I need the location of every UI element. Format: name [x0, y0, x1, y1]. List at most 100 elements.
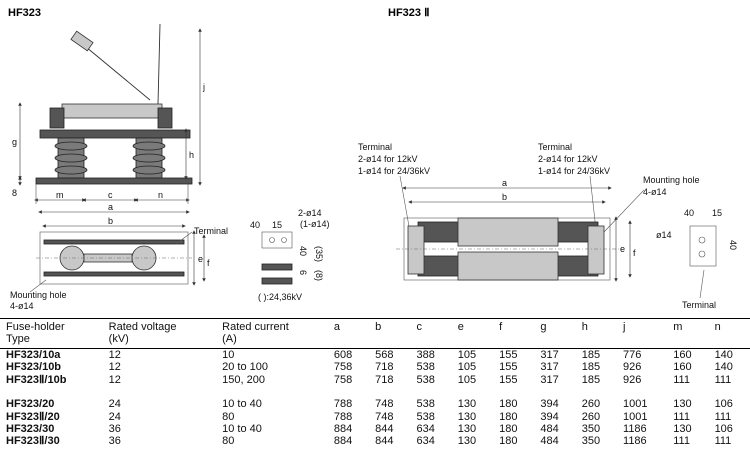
value-cell: 80: [222, 435, 235, 448]
value-cell: 718: [375, 373, 394, 386]
value-cell: 538: [416, 398, 435, 411]
value-cell: 106: [714, 423, 733, 436]
value-cell: 130: [457, 410, 477, 423]
value-cell: 317: [540, 361, 559, 374]
value-cell: 20 to 100: [222, 361, 269, 374]
r-dim-a: a: [502, 178, 507, 188]
table-header-cell: Rated current(A): [216, 318, 328, 349]
detail-dim-40-v: 40: [298, 246, 308, 256]
drawing-canvas: HF323 HF323 Ⅱ j g 8: [8, 7, 738, 311]
svg-text:(35): (35): [314, 246, 324, 262]
value-cell: 24: [108, 410, 121, 423]
r-mount-label-1: Mounting hole: [643, 175, 700, 185]
value-cell: 155: [499, 349, 518, 361]
contact-left: [49, 107, 65, 129]
value-cell: 718: [375, 361, 394, 374]
value-cell: 568: [375, 349, 394, 361]
dim-j: j: [202, 82, 205, 92]
dim-a: a: [108, 202, 113, 212]
r-terminal-left-1: Terminal: [358, 142, 392, 152]
value-cell: 10: [222, 349, 235, 361]
value-cell: 748: [375, 410, 394, 423]
table-header-cell: n: [708, 318, 750, 349]
r-mount-label-2: 4-ø14: [643, 187, 667, 197]
table-header-cell: e: [451, 318, 494, 349]
value-cell: 111: [673, 435, 690, 448]
value-cell: 260: [581, 398, 601, 411]
table-header-cell: h: [575, 318, 618, 349]
value-cell: 180: [499, 410, 518, 423]
plan-view: a b e f Terminal Mounting hole 4-ø14: [10, 202, 228, 311]
value-cell: 884: [333, 423, 353, 436]
value-cell: 130: [457, 435, 477, 448]
r-terminal-bottom-label: Terminal: [682, 300, 716, 310]
mounting-hole-label-2: 4-ø14: [10, 301, 34, 311]
value-cell: 111: [714, 410, 732, 423]
value-cell: 484: [540, 435, 559, 448]
value-cell: 926: [623, 361, 642, 374]
value-cell: 350: [581, 435, 601, 448]
value-cell: 111: [673, 373, 690, 386]
terminal-label-left: Terminal: [194, 226, 228, 236]
r-terminal-left-2: 2-ø14 for 12kV: [358, 154, 418, 164]
svg-text:(8): (8): [314, 270, 324, 281]
value-cell: 884: [333, 435, 353, 448]
model-cell: HF323/10a: [6, 349, 61, 361]
dim-f: f: [207, 258, 210, 268]
table-header-cell: Rated voltage(kV): [102, 318, 217, 349]
value-cell: 111: [714, 435, 732, 448]
title-left: HF323: [8, 7, 41, 19]
value-cell: 150, 200: [222, 373, 265, 386]
svg-text:ø14: ø14: [656, 230, 672, 240]
value-cell: 484: [540, 423, 559, 436]
table-header-cell: j: [617, 318, 668, 349]
model-cell: HF323/30: [6, 423, 55, 436]
value-cell: 180: [499, 423, 518, 436]
value-cell: 260: [581, 410, 601, 423]
value-cell: 1001: [623, 398, 648, 411]
model-cell: HF323Ⅱ/20: [6, 410, 60, 423]
value-cell: 844: [375, 423, 394, 436]
value-cell: 608: [333, 349, 353, 361]
table-header-cell: a: [327, 318, 370, 349]
value-cell: 105: [457, 361, 477, 374]
svg-text:15: 15: [712, 208, 722, 218]
value-cell: 24: [108, 398, 121, 411]
value-cell: 788: [333, 410, 353, 423]
title-right: HF323 Ⅱ: [388, 7, 430, 19]
table-header-cell: f: [493, 318, 535, 349]
value-cell: 12: [108, 349, 121, 361]
value-cell: 1186: [623, 423, 647, 436]
detail-holes-label: 2-ø14: [298, 208, 322, 218]
value-cell: 10 to 40: [222, 398, 262, 411]
value-cell: 140: [714, 361, 733, 374]
value-cell: 634: [416, 423, 435, 436]
value-cell: 776: [623, 349, 642, 361]
value-cell: 130: [457, 398, 477, 411]
value-cell: 130: [673, 398, 692, 411]
side-elevation-view: j g 8 h m c n: [12, 23, 205, 204]
value-cell: 317: [540, 373, 559, 386]
value-cell: 160: [673, 349, 692, 361]
table-header-cell: c: [410, 318, 452, 349]
dim-m: m: [56, 190, 64, 200]
value-cell: 185: [581, 373, 601, 386]
value-cell: 10 to 40: [222, 423, 262, 436]
value-cell: 350: [581, 423, 601, 436]
value-cell: 155: [499, 373, 518, 386]
contact-right: [157, 107, 173, 129]
value-cell: 140: [714, 349, 733, 361]
value-cell: 926: [623, 373, 642, 386]
value-cell: 538: [416, 361, 435, 374]
model-cell: HF323Ⅱ/30: [6, 435, 60, 448]
value-cell: 1186: [623, 435, 647, 448]
r-terminal-right-1: Terminal: [538, 142, 572, 152]
